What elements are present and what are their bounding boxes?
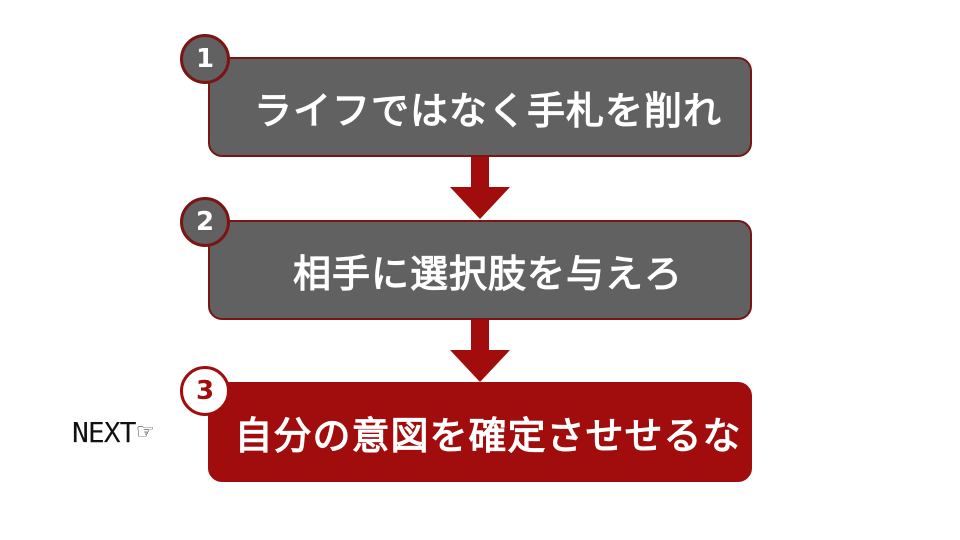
- step-box-2: 相手に選択肢を与えろ: [208, 220, 752, 320]
- step-1-badge: 1: [180, 34, 230, 84]
- next-marker: NEXT ☞: [72, 412, 153, 452]
- step-3-text: 自分の意図を確定させせるな: [234, 413, 742, 458]
- down-arrow-1: [450, 157, 510, 219]
- down-arrow-2: [450, 320, 510, 382]
- step-box-1: ライフではなく手札を削れ: [208, 57, 752, 157]
- step-3-badge: 3: [180, 366, 230, 416]
- step-2-badge: 2: [180, 197, 230, 247]
- pointing-hand-icon: ☞: [137, 417, 153, 447]
- step-2-text: 相手に選択肢を与えろ: [292, 251, 683, 296]
- next-label: NEXT: [72, 415, 136, 449]
- step-box-3: 自分の意図を確定させせるな: [208, 382, 752, 482]
- step-1-text: ライフではなく手札を削れ: [253, 88, 722, 133]
